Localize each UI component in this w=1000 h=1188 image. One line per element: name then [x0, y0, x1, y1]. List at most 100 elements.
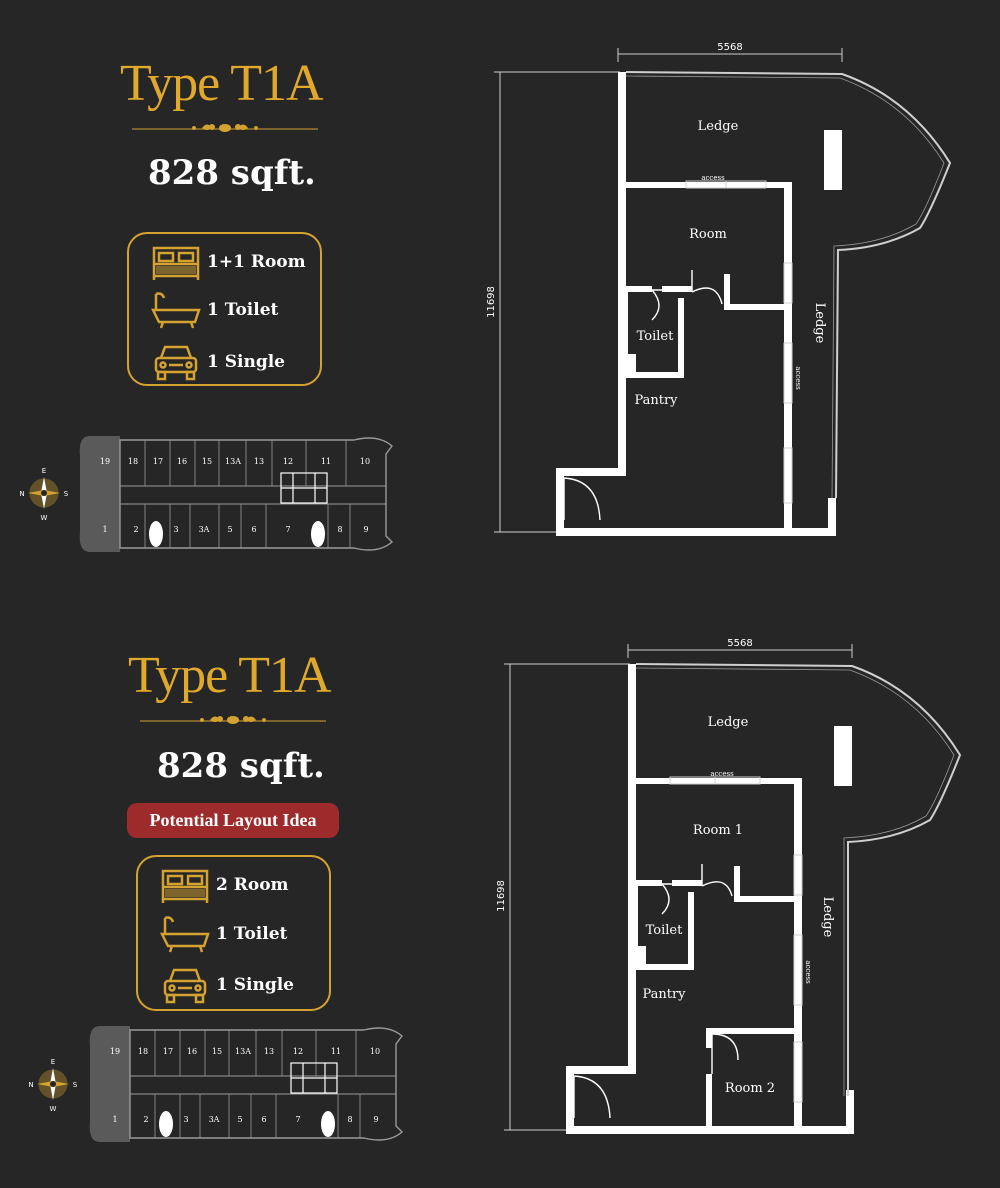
keyplan-unit-12: 12: [293, 1047, 303, 1056]
keyplan-unit-7: 7: [285, 525, 290, 534]
key-plan: 19 18 17 16 15 13A 13 12 11 10 1 2 3 3A …: [79, 436, 394, 552]
feature-rooms: 2 Room: [160, 865, 289, 905]
height-dimension: 11698: [486, 286, 497, 318]
keyplan-unit-10: 10: [370, 1047, 380, 1056]
ornament-divider-icon: [132, 124, 318, 132]
key-plan: 19 18 17 16 15 13A 13 12 11 10 1 2 3 3A …: [89, 1026, 404, 1142]
compass-s: S: [64, 490, 69, 498]
keyplan-unit-3a: 3A: [209, 1115, 220, 1124]
feature-toilet-label: 1 Toilet: [207, 300, 279, 320]
room-label-ledge-side: Ledge: [812, 303, 827, 344]
features-box: 1+1 Room 1 Toilet 1 Single: [127, 232, 322, 386]
keyplan-unit-18: 18: [128, 457, 138, 466]
unit-area: 828 sqft.: [157, 746, 325, 786]
keyplan-unit-11: 11: [331, 1047, 341, 1056]
keyplan-unit-8: 8: [337, 525, 342, 534]
feature-parking-label: 1 Single: [207, 352, 286, 372]
feature-rooms-label: 1+1 Room: [207, 252, 306, 272]
keyplan-unit-13: 13: [254, 457, 264, 466]
bed-icon: [161, 869, 209, 903]
compass-icon: E W N S: [28, 1058, 78, 1112]
compass-e: E: [51, 1058, 55, 1066]
compass-s: S: [73, 1081, 78, 1089]
access-label-top: access: [701, 174, 725, 182]
room-label-toilet: Toilet: [637, 329, 674, 344]
car-icon: [163, 968, 207, 1004]
floor-plan-panel-2: Type T1A 828 sqft. Potential Layout Idea…: [0, 594, 1000, 1188]
keyplan-unit-9: 9: [363, 525, 368, 534]
keyplan-unit-18: 18: [138, 1047, 148, 1056]
keyplan-unit-17: 17: [163, 1047, 173, 1056]
features-box: 2 Room 1 Toilet 1 Single: [136, 855, 331, 1011]
keyplan-unit-10: 10: [360, 457, 370, 466]
compass-n: N: [19, 490, 24, 498]
room-label-toilet: Toilet: [646, 923, 683, 938]
keyplan-unit-3a: 3A: [199, 525, 210, 534]
height-dimension: 11698: [496, 880, 507, 912]
keyplan-unit-15: 15: [212, 1047, 222, 1056]
floor-plan-drawing: 5568 11698: [486, 42, 952, 536]
compass-icon: E W N S: [19, 467, 69, 521]
keyplan-unit-19: 19: [100, 457, 110, 466]
keyplan-unit-6: 6: [251, 525, 256, 534]
width-dimension: 5568: [727, 638, 752, 649]
unit-type-title: Type T1A: [128, 647, 332, 704]
keyplan-unit-15: 15: [202, 457, 212, 466]
compass-e: E: [42, 467, 46, 475]
feature-toilet: 1 Toilet: [160, 914, 287, 954]
floor-plan-drawing: 5568 11698: [496, 638, 962, 1134]
room-label-room-2: Room 2: [725, 1081, 775, 1096]
floor-plan-panel-1: Type T1A 828 sqft. 1+1 Room 1 Toilet: [19, 42, 952, 552]
room-label-pantry: Pantry: [642, 987, 686, 1002]
room-label-ledge-top: Ledge: [698, 119, 739, 134]
keyplan-unit-11: 11: [321, 457, 331, 466]
car-icon: [154, 345, 198, 381]
unit-type-title: Type T1A: [120, 55, 324, 112]
feature-parking: 1 Single: [151, 342, 285, 382]
access-label-side: access: [794, 366, 802, 390]
width-dimension: 5568: [717, 42, 742, 53]
compass-w: W: [41, 514, 48, 521]
keyplan-unit-16: 16: [177, 457, 187, 466]
keyplan-unit-5: 5: [237, 1115, 242, 1124]
access-label-side: access: [804, 960, 812, 984]
unit-area: 828 sqft.: [148, 153, 316, 193]
keyplan-unit-13: 13: [264, 1047, 274, 1056]
access-label-top: access: [710, 770, 734, 778]
bathtub-icon: [160, 916, 210, 953]
ornament-divider-icon: [140, 716, 326, 724]
keyplan-unit-13a: 13A: [235, 1047, 251, 1056]
keyplan-unit-7: 7: [295, 1115, 300, 1124]
feature-parking-label: 1 Single: [216, 975, 295, 995]
feature-toilet: 1 Toilet: [151, 290, 278, 330]
keyplan-unit-1: 1: [112, 1115, 117, 1124]
keyplan-unit-19: 19: [110, 1047, 120, 1056]
room-label-room: Room: [689, 227, 727, 242]
room-label-room-1: Room 1: [693, 823, 743, 838]
room-label-pantry: Pantry: [634, 393, 678, 408]
compass-n: N: [28, 1081, 33, 1089]
keyplan-unit-2: 2: [143, 1115, 148, 1124]
feature-rooms: 1+1 Room: [151, 242, 306, 282]
feature-rooms-label: 2 Room: [216, 875, 289, 895]
keyplan-unit-3: 3: [183, 1115, 188, 1124]
bed-icon: [152, 246, 200, 280]
room-label-ledge-side: Ledge: [820, 897, 835, 938]
layout-idea-badge: Potential Layout Idea: [127, 803, 339, 838]
keyplan-unit-12: 12: [283, 457, 293, 466]
keyplan-unit-6: 6: [261, 1115, 266, 1124]
bathtub-icon: [151, 292, 201, 329]
feature-parking: 1 Single: [160, 965, 294, 1005]
keyplan-unit-1: 1: [102, 525, 107, 534]
compass-w: W: [50, 1105, 57, 1112]
keyplan-unit-9: 9: [373, 1115, 378, 1124]
keyplan-unit-5: 5: [227, 525, 232, 534]
room-label-ledge-top: Ledge: [708, 715, 749, 730]
feature-toilet-label: 1 Toilet: [216, 924, 288, 944]
keyplan-unit-16: 16: [187, 1047, 197, 1056]
keyplan-unit-8: 8: [347, 1115, 352, 1124]
keyplan-unit-13a: 13A: [225, 457, 241, 466]
keyplan-unit-17: 17: [153, 457, 163, 466]
keyplan-unit-2: 2: [133, 525, 138, 534]
keyplan-unit-3: 3: [173, 525, 178, 534]
